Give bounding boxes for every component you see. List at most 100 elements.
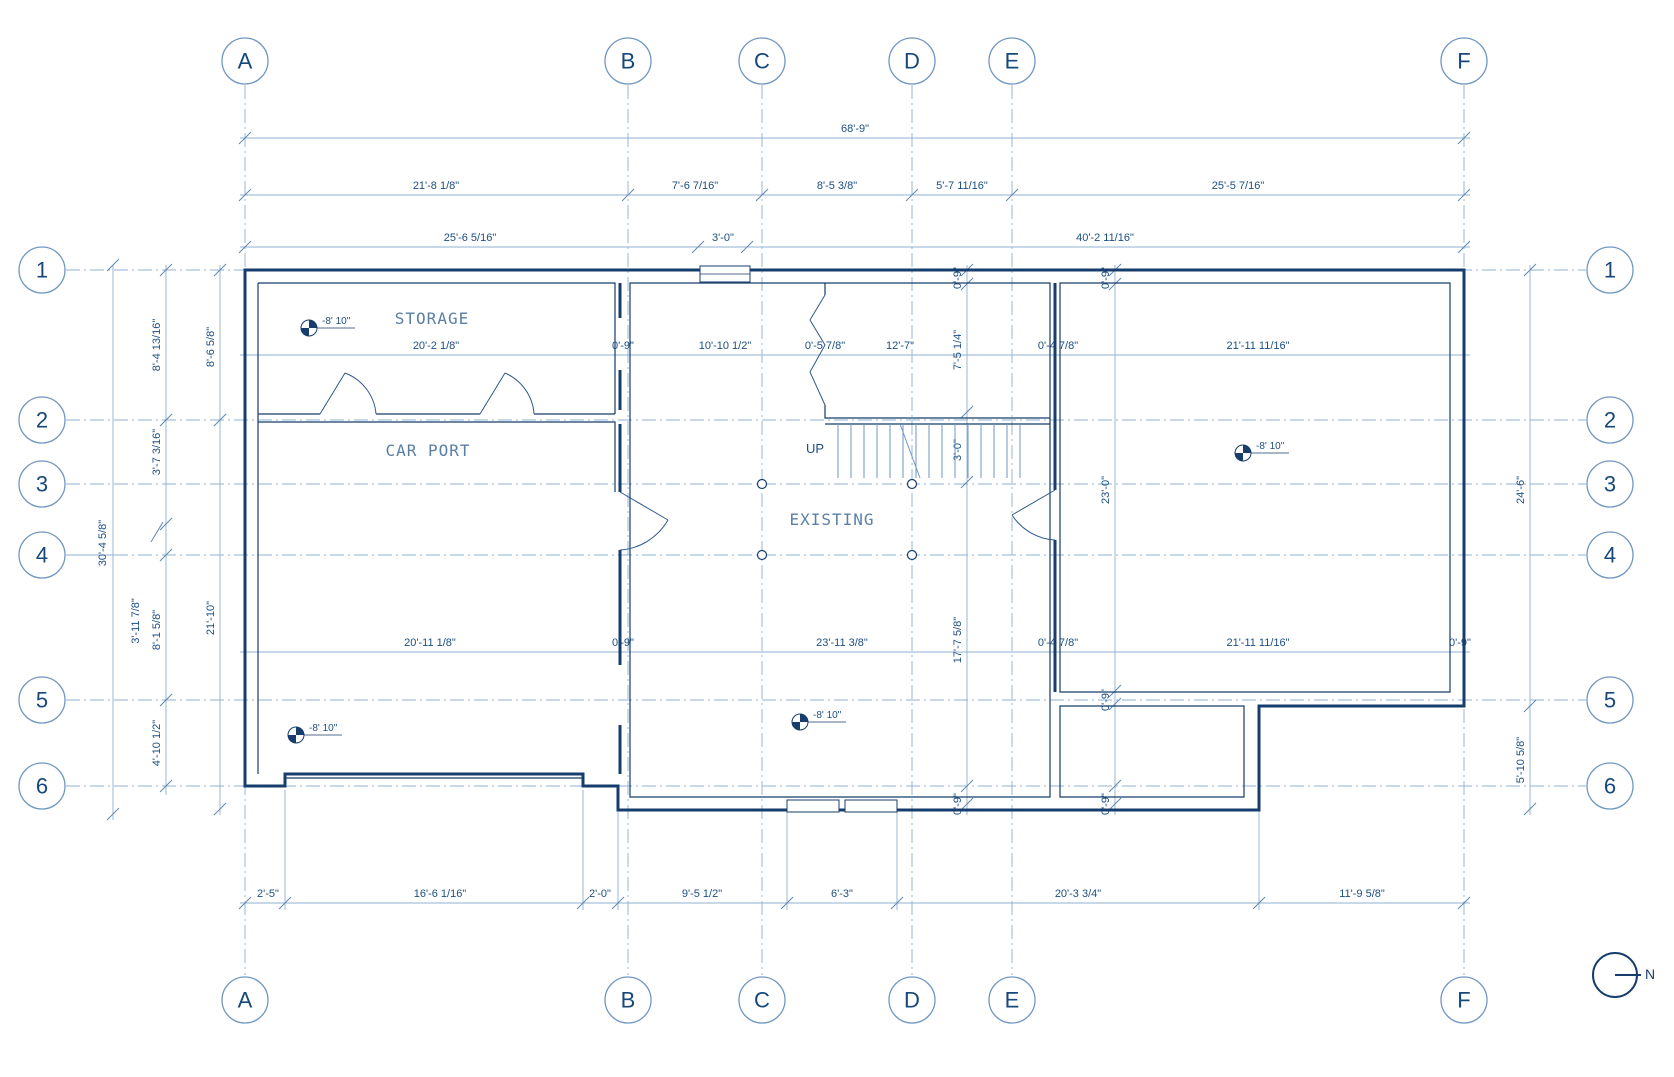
stairs [837,423,1021,479]
grid-label-a-bottom: A [238,988,253,1013]
grid-label-e-bottom: E [1005,988,1020,1013]
north-label: N [1645,966,1655,982]
dim-bottom-7: 11'-9 5/8" [1339,888,1385,900]
room-label-storage: STORAGE [395,309,469,328]
dim-e-f: 25'-5 7/16" [1212,180,1265,192]
dimension-right-vertical: 0'-9" 23'-0" 0'-9" 0'-9" 24'-6" 5'-10 5/… [1100,263,1537,816]
grid-label-2-right: 2 [1604,408,1616,433]
dim-bottom-3: 2'-0" [589,888,611,900]
dim-left-inner-2: 21'-10" [205,601,217,635]
grid-bubbles-left: 1 2 3 4 5 6 [18,246,66,810]
walls [243,268,1466,812]
dimension-top-row2: 21'-8 1/8" 7'-6 7/16" 8'-5 3/8" 5'-7 11/… [238,180,1471,202]
room-label-car-port: CAR PORT [385,441,470,460]
grid-label-3-right: 3 [1604,472,1616,497]
grid-label-1-right: 1 [1604,258,1616,283]
dimension-top-overall: 68'-9" [238,123,1471,145]
dim-left-2: 3'-7 3/16" [151,429,163,475]
grid-label-6-right: 6 [1604,774,1616,799]
dim-wall-b-lower: 0'-9" [612,637,634,649]
grid-bubbles-top: A B C D E F [221,37,1488,85]
dim-center-5: 0'-9" [952,793,964,815]
elevation-marker-right-room: -8' 10" [1234,441,1289,462]
dim-wall-to-window: 25'-6 5/16" [444,232,497,244]
dim-left-5: 4'-10 1/2" [151,720,163,766]
dim-wall-f: 0'-9" [1449,637,1471,649]
dim-right-outer-2: 5'-10 5/8" [1515,737,1527,783]
dim-left-1: 8'-4 13/16" [151,319,163,372]
dimension-top-row3: 25'-6 5/16" 3'-0" 40'-2 11/16" [238,232,1471,254]
grid-label-4-right: 4 [1604,543,1616,568]
grid-label-c: C [754,49,770,74]
grid-label-3: 3 [36,472,48,497]
grid-label-d-bottom: D [904,988,920,1013]
grid-label-b-bottom: B [621,988,636,1013]
dim-wall-b: 0'-9" [612,340,634,352]
dim-left-3: 3'-11 7/8" [130,598,142,644]
dim-left-4: 8'-1 5/8" [151,610,163,650]
grid-label-5: 5 [36,688,48,713]
elevation-marker-carport: -8' 10" [287,723,342,744]
dim-d-e: 5'-7 11/16" [936,180,988,192]
dim-window-width: 3'-0" [712,232,734,244]
dim-upper-existing: 10'-10 1/2" [699,340,752,352]
dim-left-inner-1: 8'-6 5/8" [205,327,217,367]
grid-label-2: 2 [36,408,48,433]
grid-label-f-bottom: F [1457,988,1470,1013]
dimension-left: 30'-4 5/8" 8'-4 13/16" 3'-7 3/16" 3'-11 … [80,258,227,821]
dimension-bottom: 2'-5" 16'-6 1/16" 2'-0" 9'-5 1/2" 6'-3" … [238,790,1471,910]
dim-wall-e-lower: 0'-4 7/8" [1038,637,1078,649]
dim-stair-room: 12'-7" [886,340,914,352]
dim-storage-width: 20'-2 1/8" [413,340,459,352]
dim-center-4: 17'-7 5/8" [952,617,964,663]
doors [319,294,1056,551]
grid-label-c-bottom: C [754,988,770,1013]
dim-center-3: 3'-0" [952,439,964,461]
dim-overall-width: 68'-9" [841,123,869,135]
dim-existing-width: 23'-11 3/8" [816,637,868,649]
dim-right-4: 0'-9" [1100,793,1112,815]
dim-bottom-2: 16'-6 1/16" [414,888,467,900]
grid-label-b: B [621,49,636,74]
grid-label-f: F [1457,49,1470,74]
dim-overall-depth: 30'-4 5/8" [97,520,109,566]
dim-right-room-lower: 21'-11 11/16" [1226,637,1289,649]
stair-up-label: UP [806,441,824,456]
north-arrow-icon: N [1592,952,1655,998]
elevation-label-right-room: -8' 10" [1256,441,1285,452]
grid-label-4: 4 [36,543,48,568]
elevation-marker-storage: -8' 10" [300,316,355,337]
dim-bottom-5: 6'-3" [831,888,853,900]
dim-carport-width: 20'-11 1/8" [404,637,456,649]
dim-right-2: 23'-0" [1100,476,1112,504]
columns [756,478,918,561]
dim-c-d: 8'-5 3/8" [817,180,857,192]
grid-bubbles-bottom: A B C D E F [221,976,1488,1024]
elevation-label-carport: -8' 10" [309,723,338,734]
dim-center-2: 7'-5 1/4" [952,330,964,370]
elevation-marker-existing: -8' 10" [791,710,846,731]
windows [699,265,898,813]
grid-label-d: D [904,49,920,74]
dimension-interior-upper: 20'-2 1/8" 0'-9" 10'-10 1/2" 0'-5 7/8" 1… [240,340,1470,356]
grid-label-1: 1 [36,258,48,283]
elevation-label-storage: -8' 10" [322,316,351,327]
grid-label-e: E [1005,49,1020,74]
elevation-label-existing: -8' 10" [813,710,842,721]
dim-b-c: 7'-6 7/16" [672,180,718,192]
dim-right-room-upper: 21'-11 11/16" [1226,340,1289,352]
dim-window-to-wall: 40'-2 11/16" [1076,232,1134,244]
dimension-interior-lower: 20'-11 1/8" 0'-9" 23'-11 3/8" 0'-4 7/8" … [240,637,1471,653]
grid-label-6: 6 [36,774,48,799]
grid-bubbles-right: 1 2 3 4 5 6 [1586,246,1634,810]
room-label-existing: EXISTING [789,510,874,529]
grid-label-a: A [238,49,253,74]
dimension-center-vertical: 0'-9" 7'-5 1/4" 3'-0" 17'-7 5/8" 0'-9" [952,263,974,815]
grid-lines [66,85,1586,975]
dim-bottom-6: 20'-3 3/4" [1055,888,1101,900]
dim-bottom-4: 9'-5 1/2" [682,888,722,900]
dim-right-outer-1: 24'-6" [1515,476,1527,504]
dim-stair-wall: 0'-5 7/8" [805,340,845,352]
dim-bottom-1: 2'-5" [257,888,279,900]
